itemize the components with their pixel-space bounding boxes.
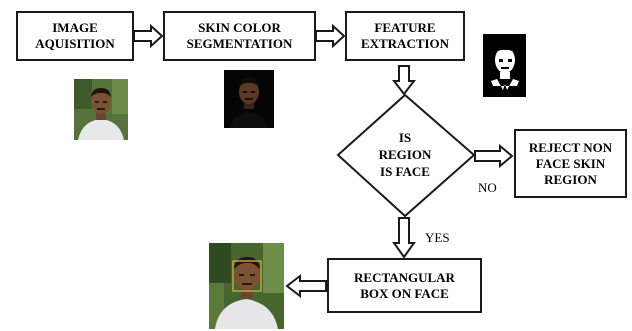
feature-mask-art [483, 34, 526, 97]
skin-color-segmentation-label: SKIN COLOR SEGMENTATION [186, 20, 293, 51]
input-photo [74, 79, 128, 140]
no-branch-label: NO [478, 180, 497, 195]
reject-region-label: REJECT NON FACE SKIN REGION [528, 139, 613, 187]
arrow-rectbox-to-output [285, 273, 327, 299]
yes-branch-label: YES [425, 230, 450, 245]
rectangular-box-label: RECTANGULAR BOX ON FACE [354, 269, 455, 301]
skin-segmented-art [224, 70, 274, 128]
arrow-extraction-to-decision [391, 65, 417, 96]
arrow-decision-to-rectbox [392, 217, 416, 259]
arrow-decision-to-reject [474, 143, 514, 169]
feature-extraction-label: FEATURE EXTRACTION [360, 20, 450, 51]
skin-segmented-photo [224, 70, 274, 128]
reject-region-box: REJECT NON FACE SKIN REGION [514, 129, 627, 198]
input-photo-art [74, 79, 128, 140]
decision-label: IS REGION IS FACE [378, 130, 432, 179]
image-acquisition-box: IMAGE AQUISITION [16, 11, 134, 61]
rectangular-box-step: RECTANGULAR BOX ON FACE [327, 258, 482, 313]
arrow-segmentation-to-extraction [315, 23, 346, 49]
face-bounding-box [232, 260, 262, 292]
feature-mask [483, 34, 526, 97]
detected-face-photo [209, 243, 284, 329]
feature-extraction-box: FEATURE EXTRACTION [345, 11, 465, 61]
image-acquisition-label: IMAGE AQUISITION [35, 20, 115, 51]
arrow-acquisition-to-segmentation [133, 23, 164, 49]
decision-diamond [336, 93, 476, 218]
detected-face-art [209, 243, 284, 329]
